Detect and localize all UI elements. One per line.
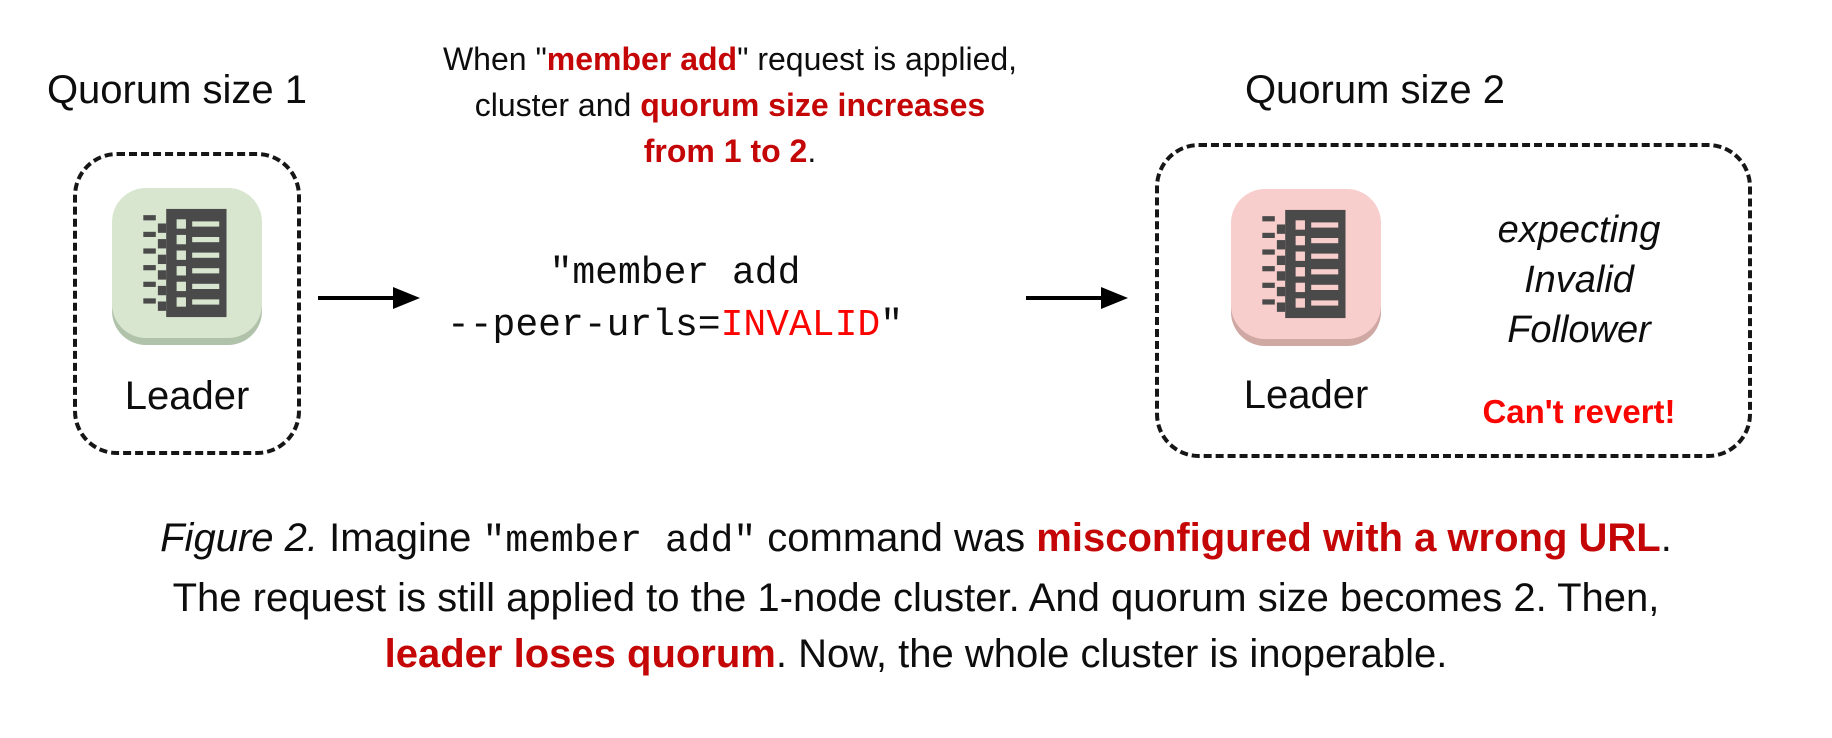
annotation-plain: . <box>807 133 817 169</box>
caption-line: leader loses quorum. Now, the whole clus… <box>0 626 1832 682</box>
command-text: --peer-urls= <box>446 304 721 347</box>
invalid-url-emphasis: INVALID <box>720 304 881 347</box>
loses-quorum-emphasis: leader loses quorum <box>384 632 776 676</box>
annotation-line: from 1 to 2. <box>370 128 1090 174</box>
caption-line: The request is still applied to the 1-no… <box>0 570 1832 626</box>
figure-caption: Figure 2. Imagine "member add" command w… <box>0 510 1832 682</box>
quorum-increase-emphasis: from 1 to 2 <box>643 133 808 169</box>
cant-revert-warning: Can't revert! <box>1482 393 1676 430</box>
node-log-icon <box>1262 209 1346 319</box>
node-log-icon <box>143 208 227 318</box>
caption-line: Figure 2. Imagine "member add" command w… <box>0 510 1832 570</box>
figure-label: Figure 2. <box>160 516 318 560</box>
member-add-emphasis: member add <box>546 41 738 77</box>
right-cluster-box: Leader expecting Invalid Follower Can't … <box>1155 143 1752 458</box>
annotation-plain: " request is applied, <box>737 41 1018 77</box>
caption-plain: command was <box>756 516 1037 560</box>
arrow-right-icon <box>316 281 422 320</box>
misconfigured-emphasis: misconfigured with a wrong URL <box>1036 516 1661 560</box>
command-line: "member add <box>380 248 970 300</box>
annotation-line: cluster and quorum size increases <box>370 82 1090 128</box>
caption-plain: The request is still applied to the 1-no… <box>172 576 1660 620</box>
arrow-right-icon <box>1024 281 1130 320</box>
annotation-line: When "member add" request is applied, <box>370 36 1090 82</box>
status-line: Invalid <box>1524 259 1634 301</box>
leader-node-tile <box>112 188 262 338</box>
leader-label: Leader <box>124 374 250 418</box>
expected-follower-note: expecting Invalid Follower <box>1424 205 1734 355</box>
left-cluster-title: Quorum size 1 <box>46 68 308 112</box>
caption-plain: . <box>1660 516 1672 560</box>
leader-node-tile <box>1231 189 1381 339</box>
command-line: --peer-urls=INVALID" <box>380 300 970 352</box>
status-line: Follower <box>1507 309 1651 351</box>
caption-plain: . Now, the whole cluster is inoperable. <box>775 632 1448 676</box>
quorum-increase-emphasis: quorum size increases <box>640 87 986 123</box>
member-add-command: "member add --peer-urls=INVALID" <box>380 248 970 352</box>
annotation-plain: cluster and <box>474 87 641 123</box>
leader-label: Leader <box>1243 373 1369 417</box>
caption-code: "member add" <box>482 520 757 563</box>
left-cluster-box: Leader <box>73 152 301 455</box>
status-line: expecting <box>1497 209 1661 251</box>
annotation-plain: When " <box>442 41 547 77</box>
caption-plain: Imagine <box>317 516 483 560</box>
command-text: " <box>880 304 904 347</box>
command-text: "member add <box>549 252 801 295</box>
annotation-text: When "member add" request is applied, cl… <box>370 36 1090 174</box>
right-cluster-title: Quorum size 2 <box>1244 68 1506 112</box>
